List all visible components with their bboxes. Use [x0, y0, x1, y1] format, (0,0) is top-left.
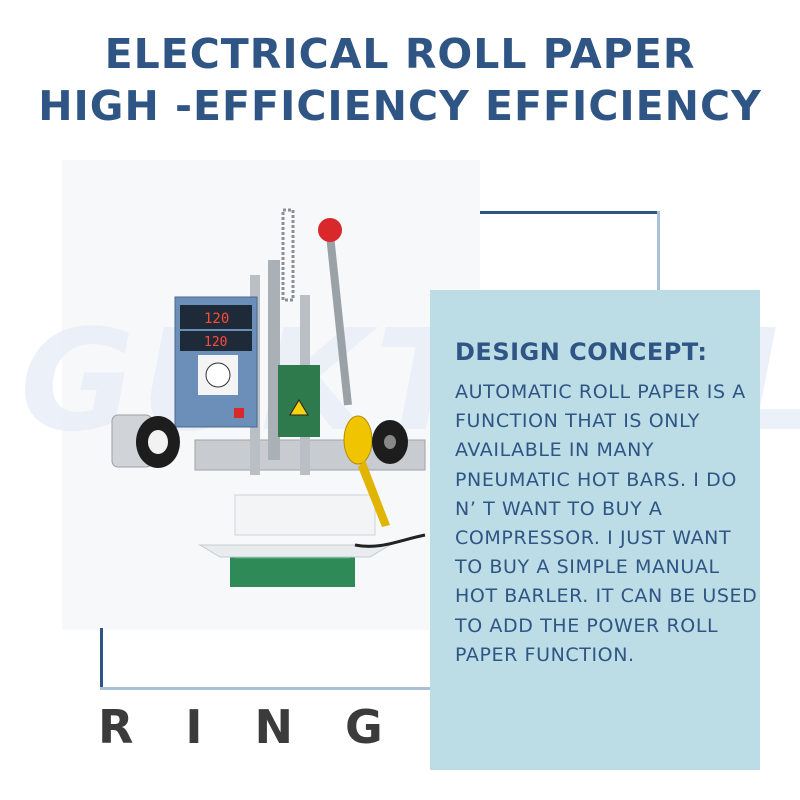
design-concept-body: AUTOMATIC ROLL PAPER IS A FUNCTION THAT …	[455, 381, 758, 666]
frame-line-bottom-left-vertical	[100, 628, 103, 690]
spring	[281, 208, 295, 302]
timer-dial	[205, 362, 231, 388]
lever-knob	[318, 218, 342, 242]
headline-line-1: ELECTRICAL ROLL PAPER	[104, 30, 696, 78]
headline-line-2: HIGH -EFFICIENCY EFFICIENCY	[38, 82, 762, 130]
machine-base	[230, 557, 355, 587]
design-concept-panel	[430, 290, 760, 770]
temp-display-1: 120	[204, 311, 229, 327]
lever	[326, 234, 352, 406]
footer-word: RING	[98, 700, 435, 754]
foil-roll	[343, 415, 373, 465]
power-switch	[234, 408, 244, 418]
frame-line-top-right	[480, 211, 660, 214]
frame-line-right-vertical	[657, 211, 660, 291]
temp-display-2: 120	[204, 335, 227, 350]
power-cord	[354, 533, 426, 548]
warning-label	[289, 399, 309, 416]
press-plate	[198, 544, 392, 558]
design-concept-title: DESIGN CONCEPT:	[455, 338, 708, 366]
work-table	[234, 494, 376, 536]
frame-line-bottom-left-horizontal	[100, 687, 432, 690]
hot-stamping-machine-illustration: 120 120	[111, 208, 426, 587]
